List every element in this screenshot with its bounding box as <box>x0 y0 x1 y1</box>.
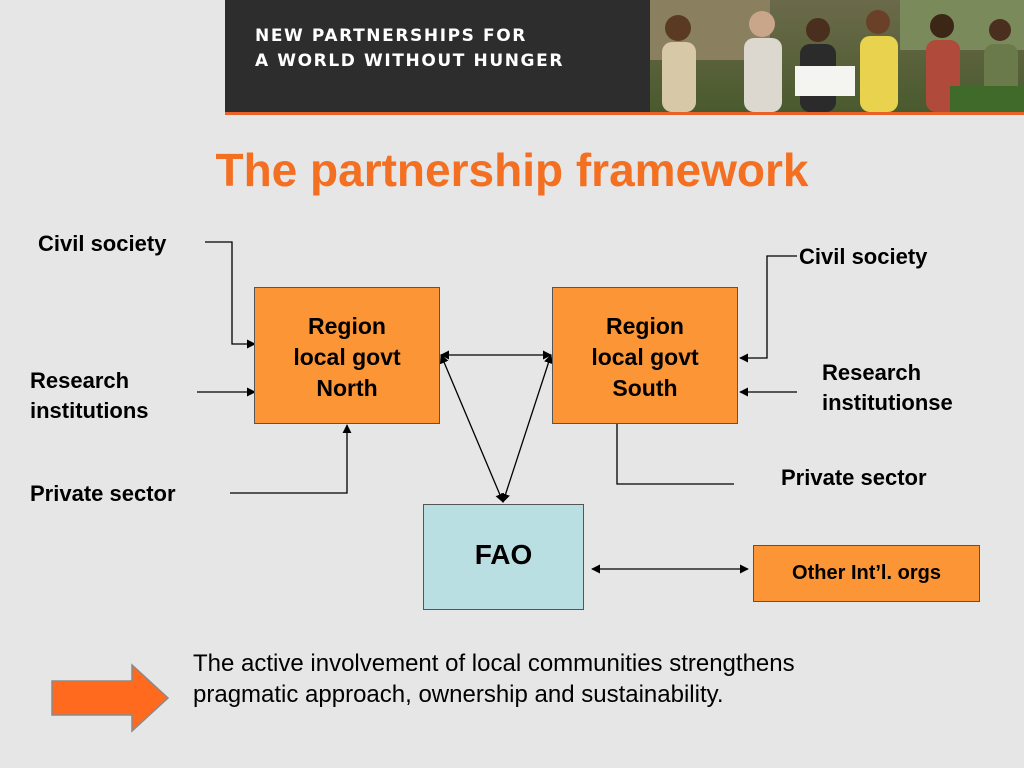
north-line-3: North <box>316 375 378 401</box>
left-private-sector-label: Private sector <box>30 481 176 506</box>
page-title: The partnership framework <box>215 144 809 196</box>
banner-line-1: NEW PARTNERSHIPS FOR <box>255 26 527 46</box>
right-research-label: Research institutionse <box>822 358 953 418</box>
banner-line-2: A WORLD WITHOUT HUNGER <box>255 51 565 71</box>
footer-line-1: The active involvement of local communit… <box>193 650 795 677</box>
left-research-line-1: Research <box>30 368 130 393</box>
right-arrow-icon <box>51 663 170 733</box>
south-line-3: South <box>612 375 678 401</box>
fao-label: FAO <box>474 539 533 570</box>
region-north-box: Region local govt North <box>254 287 440 424</box>
south-line-1: Region <box>606 313 684 339</box>
right-research-line-2: institutionse <box>822 390 953 415</box>
left-research-line-2: institutions <box>30 398 149 423</box>
banner-photo <box>650 0 1024 112</box>
footer-line-2: pragmatic approach, ownership and sustai… <box>193 681 724 708</box>
region-south-box: Region local govt South <box>552 287 738 424</box>
other-intl-orgs-label: Other Int’l. orgs <box>792 562 941 584</box>
header-banner: NEW PARTNERSHIPS FOR A WORLD WITHOUT HUN… <box>225 0 1024 115</box>
right-research-line-1: Research <box>822 360 922 385</box>
north-line-2: local govt <box>293 344 401 370</box>
footer-text: The active involvement of local communit… <box>193 648 953 710</box>
fao-box: FAO <box>423 504 584 610</box>
right-civil-society-label: Civil society <box>799 244 928 269</box>
left-research-label: Research institutions <box>30 366 149 426</box>
north-line-1: Region <box>308 313 386 339</box>
right-private-sector-label: Private sector <box>781 465 927 490</box>
south-line-2: local govt <box>591 344 699 370</box>
other-intl-orgs-box: Other Int’l. orgs <box>753 545 980 602</box>
left-civil-society-label: Civil society <box>38 231 167 256</box>
banner-text: NEW PARTNERSHIPS FOR A WORLD WITHOUT HUN… <box>255 24 564 74</box>
